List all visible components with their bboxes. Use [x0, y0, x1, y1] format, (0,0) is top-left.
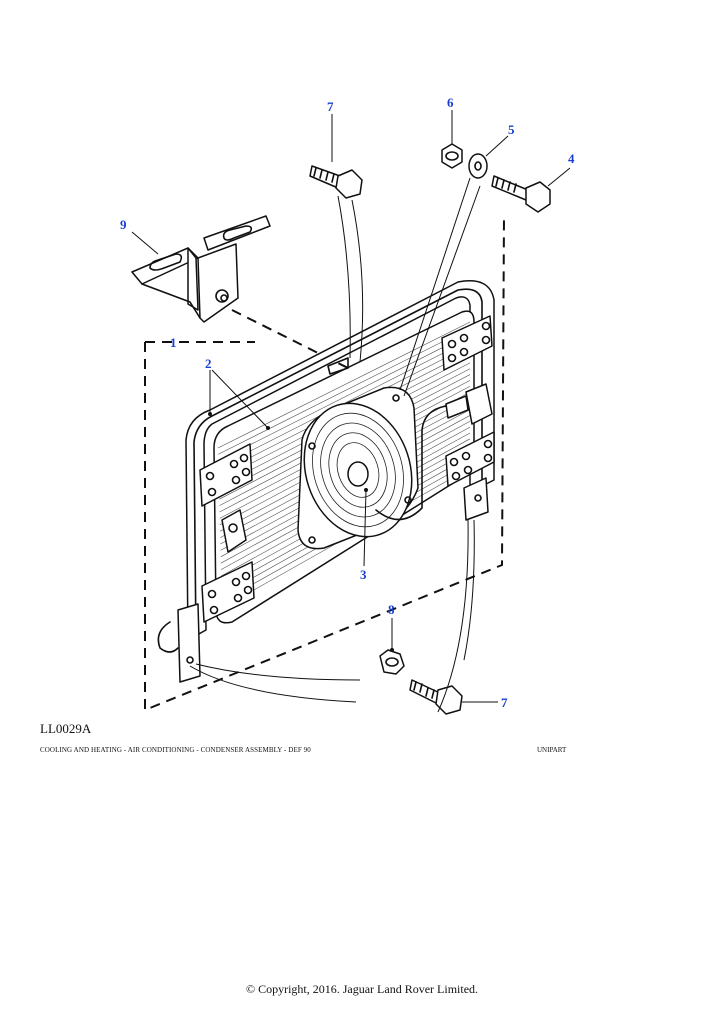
washer: [468, 153, 488, 179]
callout-leaders: [131, 110, 571, 703]
mounting-feet: [157, 477, 489, 683]
copyright-notice: © Copyright, 2016. Jaguar Land Rover Lim…: [245, 982, 479, 996]
callout-3: 3: [360, 567, 367, 582]
bolt-right: [491, 175, 551, 213]
callout-8: 8: [388, 602, 395, 617]
installation-guide-lines: [189, 177, 481, 713]
nut: [441, 143, 463, 169]
callout-1: 1: [170, 335, 177, 350]
callout-2: 2: [205, 356, 212, 371]
left-mounting-plates: [199, 443, 255, 623]
callout-5: 5: [508, 122, 515, 137]
callout-6: 6: [447, 95, 454, 110]
bolt-bottom: [409, 679, 463, 715]
callout-9: 9: [120, 217, 127, 232]
brand-label: UNIPART: [537, 746, 567, 754]
diagram-reference-code: LL0029A: [40, 721, 92, 736]
callout-7-top: 7: [327, 99, 334, 114]
condenser-fin-line: [217, 321, 471, 449]
right-mounting-plates: [441, 315, 495, 487]
cooling-fan: [297, 386, 447, 550]
bolt-top: [309, 165, 363, 199]
diagram-caption: COOLING AND HEATING - AIR CONDITIONING -…: [40, 746, 311, 754]
condenser-fin-line: [218, 327, 471, 455]
bracket: [131, 215, 271, 323]
callout-4: 4: [568, 151, 575, 166]
condenser-fin-line: [218, 333, 471, 462]
callout-7-bottom: 7: [501, 695, 508, 710]
callout-labels: 1 2 3 4 5 6 7 7 8 9: [120, 95, 575, 710]
bush: [379, 649, 405, 675]
